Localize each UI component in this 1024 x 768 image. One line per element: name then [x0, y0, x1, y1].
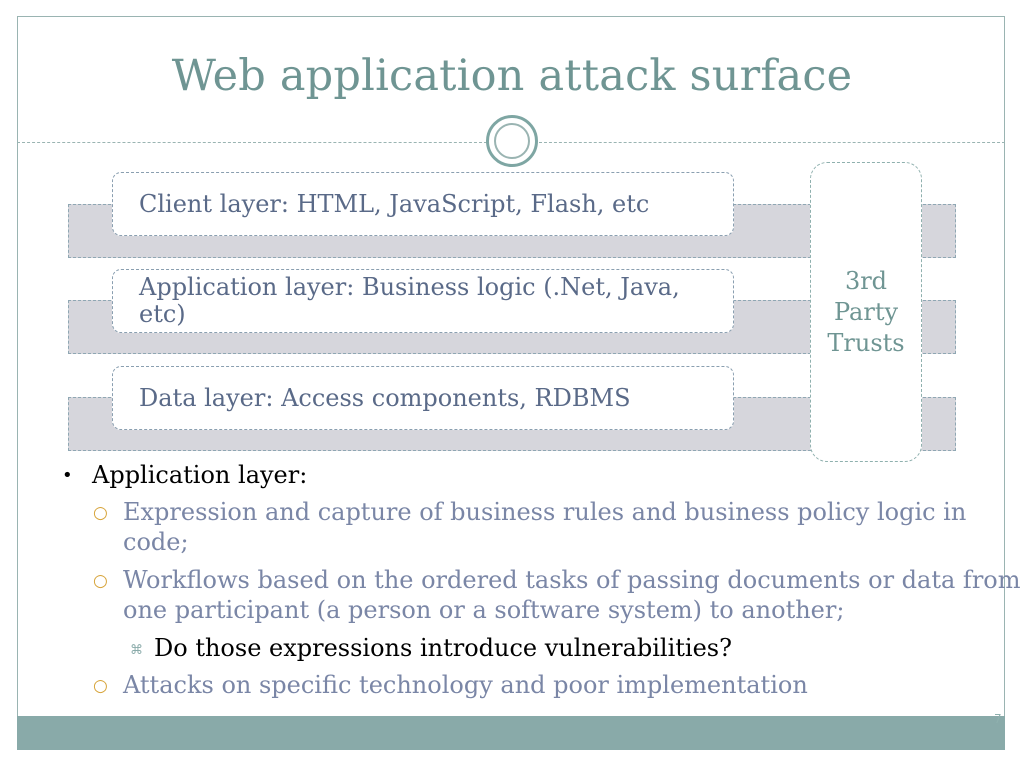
client-layer-box: Client layer: HTML, JavaScript, Flash, e…: [112, 172, 734, 236]
bullet-dot-icon: •: [62, 465, 73, 486]
page-number: 7: [994, 712, 1002, 726]
bullet-level1-text: Application layer:: [92, 461, 308, 489]
title-divider-left: [17, 142, 487, 143]
third-party-trusts-box: 3rd Party Trusts: [810, 162, 922, 462]
slide-title: Web application attack surface: [171, 51, 853, 101]
application-layer-box: Application layer: Business logic (.Net,…: [112, 269, 734, 333]
third-party-trusts-label: 3rd Party Trusts: [827, 266, 905, 357]
data-layer-label: Data layer: Access components, RDBMS: [139, 383, 631, 412]
circle-bullet-icon: ○: [93, 503, 108, 523]
title-divider-right: [539, 142, 1005, 143]
application-layer-label: Application layer: Business logic (.Net,…: [139, 273, 680, 328]
sub-bullet-3-text: Attacks on specific technology and poor …: [123, 671, 808, 699]
circle-bullet-icon: ○: [93, 676, 108, 696]
sub-bullet-2-line1: Workflows based on the ordered tasks of …: [123, 566, 1021, 594]
clover-bullet-icon: ⌘: [130, 643, 143, 658]
sub-bullet-1-line2: code;: [123, 528, 189, 556]
title-ring-inner: [494, 123, 530, 159]
client-layer-label: Client layer: HTML, JavaScript, Flash, e…: [139, 189, 650, 218]
data-layer-box: Data layer: Access components, RDBMS: [112, 366, 734, 430]
sub-bullet-2-line2: one participant (a person or a software …: [123, 596, 845, 624]
title-ring-ornament: [486, 115, 538, 167]
sub-bullet-1-line1: Expression and capture of business rules…: [123, 498, 967, 526]
footer-accent-bar: [17, 716, 1005, 750]
sub-sub-bullet-1-text: Do those expressions introduce vulnerabi…: [154, 634, 732, 662]
circle-bullet-icon: ○: [93, 571, 108, 591]
